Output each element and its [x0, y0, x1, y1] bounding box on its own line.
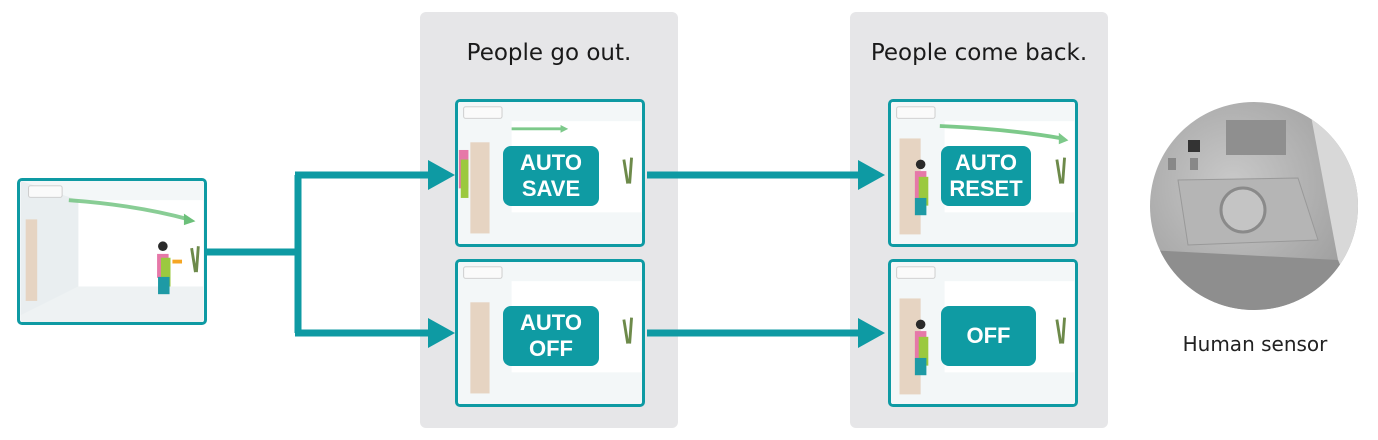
human-sensor-photo — [1150, 102, 1358, 310]
panel-title-go-out: People go out. — [466, 40, 632, 66]
panel-title-come-back: People come back. — [870, 40, 1088, 66]
connector-start-branch — [206, 175, 302, 333]
room-illustration-auto-save — [458, 102, 642, 244]
badge-auto-off: AUTO OFF — [503, 306, 599, 366]
human-sensor-caption: Human sensor — [1182, 332, 1328, 356]
scene-auto-reset: AUTO RESET — [888, 99, 1078, 247]
room-illustration-start — [20, 181, 204, 322]
badge-line: AUTO — [520, 150, 582, 175]
badge-line: AUTO — [520, 310, 582, 335]
badge-auto-reset: AUTO RESET — [941, 146, 1031, 206]
scene-auto-save: AUTO SAVE — [455, 99, 645, 247]
room-illustration-off — [891, 262, 1075, 404]
scene-off: OFF — [888, 259, 1078, 407]
badge-line: OFF — [529, 336, 573, 361]
badge-line: OFF — [966, 323, 1011, 348]
badge-line: RESET — [949, 176, 1023, 201]
scene-auto-off: AUTO OFF — [455, 259, 645, 407]
scene-start — [17, 178, 207, 325]
badge-off: OFF — [941, 306, 1036, 366]
badge-line: SAVE — [521, 176, 581, 201]
badge-auto-save: AUTO SAVE — [503, 146, 599, 206]
badge-line: AUTO — [955, 150, 1017, 175]
